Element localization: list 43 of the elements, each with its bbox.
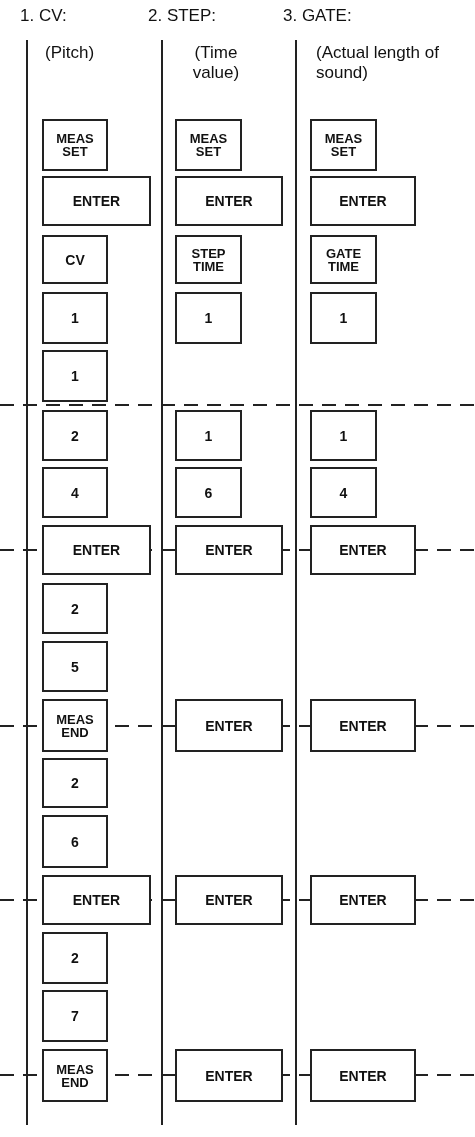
key-button: 2	[42, 583, 108, 634]
key-button: 4	[310, 467, 377, 518]
column-heading: 3. GATE:	[283, 6, 353, 26]
key-button: ENTER	[175, 875, 283, 925]
key-button: 1	[42, 350, 108, 402]
key-button: 1	[42, 292, 108, 344]
key-button: 1	[175, 410, 242, 461]
column-subheading: (Actual length of sound)	[316, 43, 440, 83]
column-heading: 1. CV:	[20, 6, 68, 26]
key-button: 4	[42, 467, 108, 518]
key-button: ENTER	[175, 176, 283, 226]
key-button: 1	[175, 292, 242, 344]
key-button: MEAS END	[42, 1049, 108, 1102]
key-button: 1	[310, 292, 377, 344]
key-button: ENTER	[310, 1049, 416, 1102]
key-button: 2	[42, 932, 108, 984]
key-button: ENTER	[175, 1049, 283, 1102]
key-button: MEAS SET	[310, 119, 377, 171]
key-button: MEAS END	[42, 699, 108, 752]
key-button: ENTER	[42, 525, 151, 575]
key-button: 7	[42, 990, 108, 1042]
key-button: 2	[42, 758, 108, 808]
key-button: STEP TIME	[175, 235, 242, 284]
key-button: ENTER	[310, 699, 416, 752]
key-button: ENTER	[42, 176, 151, 226]
key-button: ENTER	[310, 525, 416, 575]
key-button: ENTER	[42, 875, 151, 925]
key-button: ENTER	[175, 525, 283, 575]
key-button: GATE TIME	[310, 235, 377, 284]
key-button: ENTER	[310, 176, 416, 226]
column-subheading: (Time value)	[191, 43, 241, 83]
key-button: CV	[42, 235, 108, 284]
key-button: MEAS SET	[175, 119, 242, 171]
key-button: 1	[310, 410, 377, 461]
key-button: 6	[42, 815, 108, 868]
key-button: 6	[175, 467, 242, 518]
key-button: ENTER	[175, 699, 283, 752]
column-subheading: (Pitch)	[45, 43, 96, 63]
key-button: 5	[42, 641, 108, 692]
column-heading: 2. STEP:	[148, 6, 218, 26]
key-button: MEAS SET	[42, 119, 108, 171]
key-button: 2	[42, 410, 108, 461]
key-button: ENTER	[310, 875, 416, 925]
